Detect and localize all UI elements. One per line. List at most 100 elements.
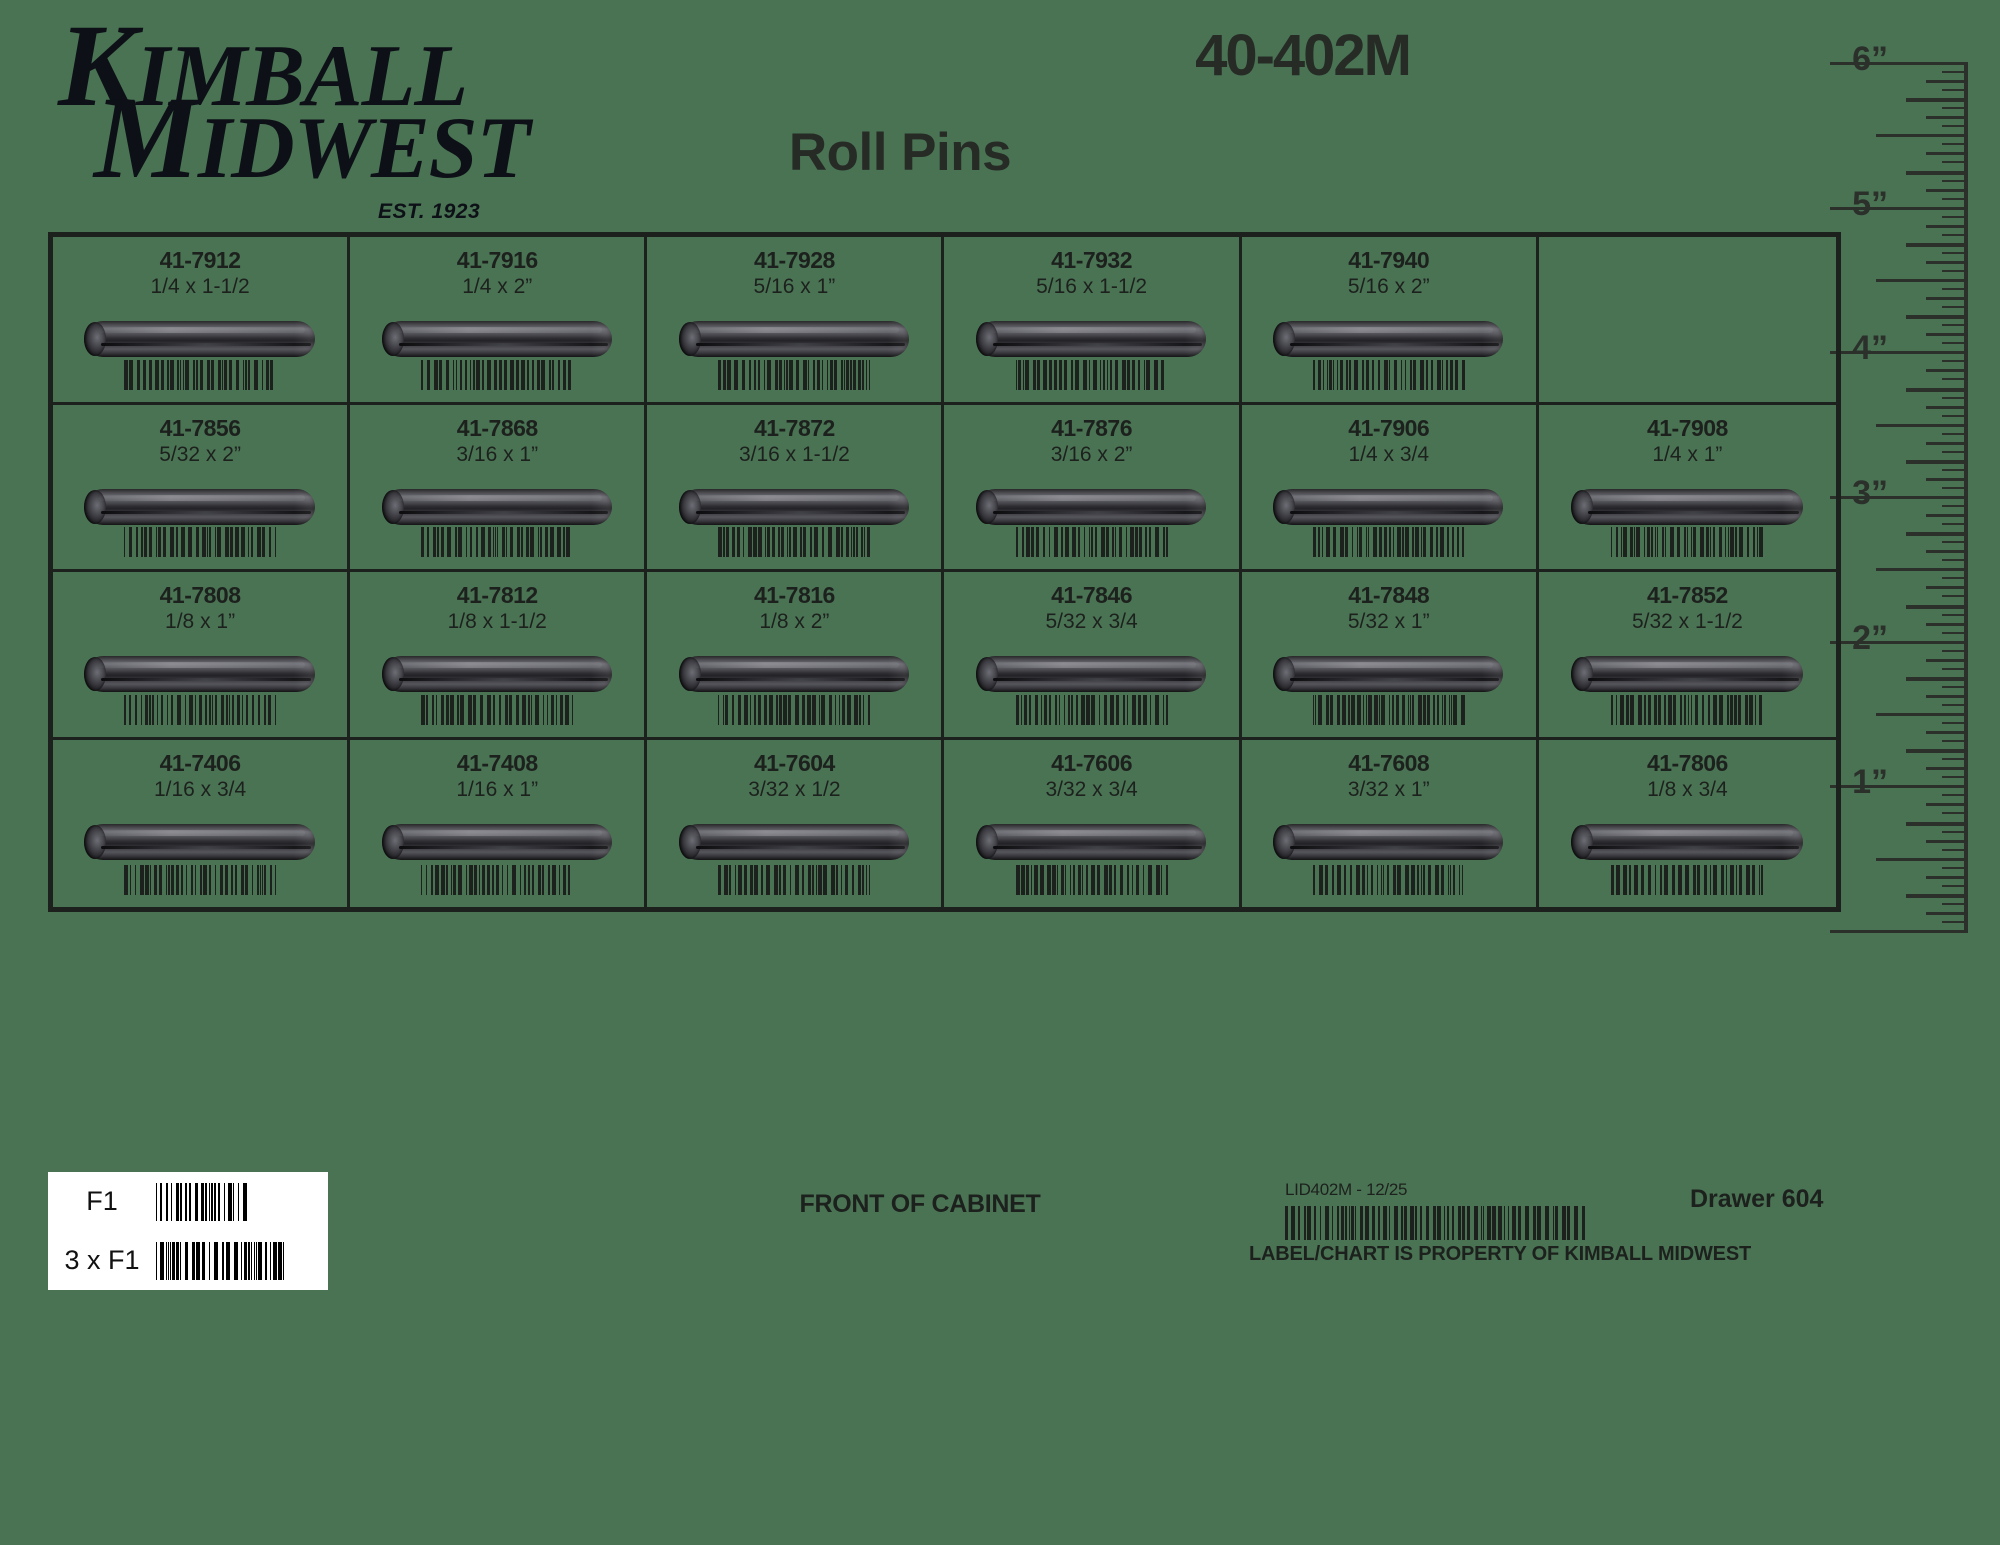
part-barcode-container	[350, 694, 644, 725]
roll-pin-image	[53, 814, 347, 870]
part-number-label: 41-7940	[1348, 247, 1430, 273]
roll-pin-highlight	[990, 494, 1197, 501]
parts-cell-empty	[1538, 237, 1836, 405]
roll-pin-image	[53, 479, 347, 535]
ruler-label-4in: 4”	[1852, 329, 1888, 368]
ruler-tick	[1942, 613, 1968, 616]
part-number-label: 41-7908	[1646, 414, 1728, 441]
roll-pin-graphic	[1570, 656, 1804, 692]
roll-pin-graphic	[381, 488, 613, 525]
part-barcode	[718, 865, 871, 895]
roll-pin-seam	[398, 845, 608, 849]
ruler-tick	[1942, 161, 1968, 164]
roll-pin-image	[1242, 646, 1536, 702]
roll-pin-graphic	[381, 656, 613, 692]
part-number-label: 41-7406	[159, 749, 241, 776]
roll-pin-image	[350, 311, 644, 367]
roll-pin-image	[1242, 479, 1536, 535]
ruler-tick	[1926, 767, 1968, 771]
ruler-tick	[1942, 776, 1968, 779]
ruler-tick	[1926, 333, 1968, 337]
ruler-tick	[1942, 830, 1968, 833]
logo-line-kimball: KIMBALL	[58, 0, 468, 131]
ruler-tick	[1876, 568, 1968, 572]
ruler-tick	[1942, 450, 1968, 453]
ruler-tick	[1830, 785, 1968, 789]
ruler-tick	[1926, 188, 1968, 192]
part-size-label: 1/16 x 1”	[456, 777, 539, 801]
f1-row-single-text: F1	[86, 1186, 118, 1216]
ruler-tick	[1942, 306, 1968, 309]
roll-pin-seam	[992, 678, 1203, 681]
ruler-tick	[1906, 170, 1968, 175]
ruler-tick	[1926, 152, 1968, 156]
part-size-label: 1/4 x 1”	[1652, 442, 1723, 466]
roll-pin-seam	[398, 343, 608, 346]
roll-pin-seam	[1290, 845, 1500, 849]
part-barcode	[1312, 527, 1465, 557]
kimball-midwest-logo: KIMBALL MIDWEST EST. 1923	[48, 0, 568, 224]
roll-pin-highlight	[99, 829, 305, 836]
ruler-tick	[1942, 342, 1968, 345]
roll-pin-image	[1539, 646, 1836, 702]
roll-pin-seam	[101, 845, 311, 849]
part-barcode-container	[1242, 865, 1536, 895]
ruler-tick	[1942, 541, 1968, 544]
roll-pin-image	[1242, 814, 1536, 870]
page-title: Roll Pins	[788, 123, 1012, 182]
part-number-label: 41-7846	[1051, 582, 1133, 608]
roll-pin-highlight	[396, 829, 602, 836]
ruler-tick	[1926, 224, 1968, 228]
roll-pin-image	[350, 479, 644, 535]
ruler-tick	[1876, 713, 1968, 716]
part-barcode	[1312, 694, 1465, 725]
ruler-tick	[1942, 722, 1968, 725]
part-barcode-container	[1242, 694, 1536, 725]
roll-pin-highlight	[396, 662, 602, 668]
part-size-label: 1/4 x 2”	[462, 275, 533, 298]
ruler-tick	[1926, 80, 1968, 84]
roll-pin-seam	[992, 845, 1203, 849]
lid-barcode	[1285, 1206, 1705, 1240]
roll-pin-image	[944, 814, 1238, 870]
roll-pin-highlight	[1585, 829, 1794, 836]
ruler-tick	[1926, 875, 1968, 879]
part-barcode	[1611, 865, 1764, 895]
part-size-label: 3/32 x 3/4	[1045, 777, 1138, 801]
ruler-tick	[1942, 866, 1968, 869]
part-barcode	[718, 527, 871, 557]
roll-pin-highlight	[693, 494, 900, 501]
ruler-tick	[1926, 514, 1968, 518]
roll-pin-graphic	[381, 321, 613, 357]
ruler-tick	[1906, 98, 1968, 103]
part-number-label: 41-7916	[456, 247, 538, 273]
part-barcode	[718, 359, 871, 390]
ruler-tick	[1906, 532, 1968, 537]
ruler-tick	[1830, 351, 1968, 355]
part-number-label: 41-7848	[1348, 582, 1430, 608]
ruler-tick	[1830, 62, 1968, 65]
roll-pin-graphic	[1273, 488, 1504, 525]
part-barcode	[1015, 527, 1168, 557]
roll-pin-highlight	[990, 327, 1197, 333]
part-barcode-container	[944, 694, 1238, 725]
part-number-label: 41-7928	[753, 247, 835, 273]
ruler-tick	[1926, 803, 1968, 807]
ruler-tick	[1926, 116, 1968, 120]
roll-pin-seam	[101, 678, 311, 681]
part-size-label: 1/8 x 3/4	[1647, 777, 1728, 801]
roll-pin-image	[53, 311, 347, 367]
roll-pin-highlight	[1585, 494, 1794, 501]
ruler-tick	[1942, 179, 1968, 182]
part-number-label: 41-7604	[753, 749, 835, 776]
part-barcode-container	[944, 359, 1238, 390]
part-barcode-container	[350, 865, 644, 895]
